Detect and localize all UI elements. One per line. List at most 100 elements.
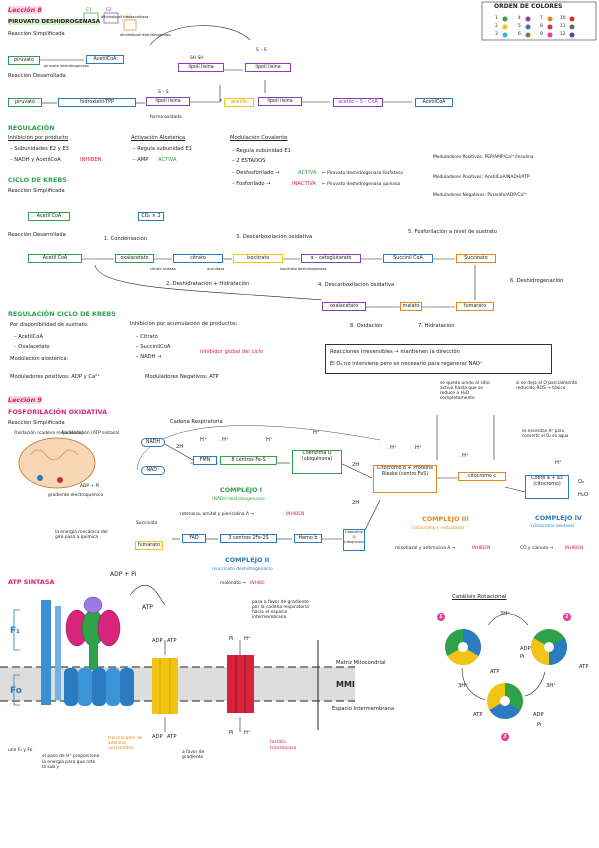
- legend-num-6: 6: [518, 32, 521, 37]
- lipoil-box-ox: lipoil lisina: [245, 63, 291, 72]
- fox-c3s: (citocromo c reductasa): [412, 526, 465, 531]
- e3-label: E3: [126, 15, 132, 20]
- krebs-acetilcoa: Acetil CoA: [28, 254, 82, 263]
- atp-pt-h: H⁺: [244, 636, 251, 642]
- lesson9-title: Lección 9: [8, 396, 42, 404]
- acetilcoa-box-end: AcetilCoA: [415, 98, 453, 107]
- atp-cat-atp-1: ATP: [579, 664, 589, 670]
- krebs-step-5: 5. Fosforilación a nivel de sustrato: [408, 229, 498, 235]
- fox-c4-inhiben: INHIBEN: [565, 546, 584, 551]
- pdh-mod-3: – Desfosforilado →: [232, 170, 280, 176]
- legend-num-7: 7: [540, 16, 543, 21]
- fox-h-1: H⁺: [200, 437, 207, 443]
- krebs-isocitrato: isocitrato: [233, 254, 283, 263]
- legend-dots: [502, 16, 575, 38]
- atp-trans: translocador de adenina nucleotídeo: [108, 736, 143, 751]
- krebs-oxalacetato: oxalacetato: [115, 254, 154, 263]
- fox-fosf: Fosforilación (ATP sintasa): [62, 431, 120, 436]
- rotational-catalysis-wheels: [445, 629, 568, 720]
- fox-citc: citocromo c: [458, 472, 506, 481]
- atp-grad: a favor de gradiente: [182, 750, 205, 760]
- atp-ant-atp: ATP: [167, 638, 177, 644]
- krebs-cs: citrato sintasa: [150, 267, 176, 271]
- lesson8-title: Lección 8: [8, 6, 42, 14]
- fox-c3i: mixotiazol y antimicina A →: [395, 546, 456, 551]
- regkrebs-note-1: Reacciones irreversibles → mantienen la …: [330, 349, 460, 355]
- regkrebs-note-2: El O₂ no interviene pero es necesario pa…: [330, 361, 483, 367]
- pdh-act-1: – Regula subunidad E1: [133, 146, 192, 152]
- atp-ant-atp2: ATP: [167, 734, 177, 740]
- krebs-succoa: Succinil CoA: [383, 254, 433, 263]
- atp-cat-3h-3: 3H⁺: [458, 683, 468, 689]
- pdh-modp-2: Moduladores Positivos: AcetilCoA/NADH/AT…: [433, 175, 530, 180]
- pdh-modp-1: Moduladores Positivos: PEP/AMP/Ca²⁺/Insu…: [433, 155, 534, 160]
- fox-note-1: se queda unido al sitio activo hasta que…: [440, 381, 490, 401]
- atp-paso: el paso de H⁺ proporciona la energía par…: [42, 754, 100, 770]
- forma-oxidada: forma oxidada: [150, 115, 182, 120]
- fox-c2: COMPLEJO II: [225, 556, 270, 564]
- pdh-act-title: Activación Alostérica: [131, 135, 186, 141]
- krebs-step-4: 4. Descarboxilación oxidativa: [318, 282, 395, 288]
- pdh-mod-4-inactiva: INACTIVA: [292, 181, 316, 187]
- legend-num-2: 2: [495, 24, 498, 29]
- atp-synthase-fo: [64, 668, 134, 706]
- fox-c4i: CO y cianuro →: [520, 546, 554, 551]
- fox-coq2: Coenzima Q (ubiquinona): [343, 529, 365, 551]
- pdh-title: PIRUVATO DESHIDROGENASA: [8, 19, 101, 25]
- krebs-step-6: 6. Deshidrogenación: [510, 278, 564, 284]
- krebs-aco: aconitasa: [207, 267, 225, 271]
- fox-nad: NAD⁺: [141, 466, 165, 475]
- fox-hemo: Hemo b: [294, 534, 322, 543]
- atp-matriz: Matriz Mitocondrial: [336, 660, 386, 666]
- fox-c2i: malonato →: [220, 581, 246, 586]
- atp-pt-pi: Pi: [229, 636, 234, 642]
- krebs-des: Reacción Desarrollada: [8, 232, 66, 238]
- krebs-step-2: 2. Deshidratación + Hidratación: [166, 281, 250, 287]
- pdh-regulation-title: REGULACIÓN: [8, 124, 55, 132]
- atp-synthase-f1: [65, 596, 121, 670]
- atp-cat-adp-2: ADP: [533, 712, 544, 718]
- pdh-activa: ACTIVA: [158, 157, 177, 163]
- fox-h-6: H⁺: [415, 445, 422, 451]
- atp-cat-atp-2: ATP: [490, 669, 500, 675]
- regkrebs-d2: – Oxalacetato: [14, 344, 50, 350]
- atp-fosf: fosfato translocasa: [270, 740, 297, 751]
- legend-num-8: 8: [540, 24, 543, 29]
- fox-energia: la energía mecánica del giro pasa a quím…: [55, 530, 108, 540]
- fox-2h-3: 2H: [352, 500, 360, 506]
- fox-fmn: FMN: [193, 456, 217, 465]
- atp-cat-adp: ADP: [520, 646, 531, 652]
- fox-h-4: H⁺: [313, 430, 320, 436]
- legend-title: ORDEN DE COLORES: [494, 3, 563, 10]
- atp-f1: F₁: [10, 626, 21, 636]
- atp-cat-pi-2: Pi: [537, 722, 542, 728]
- krebs-succinato: Succinato: [456, 254, 496, 263]
- atp-cat-3h-2: 3H⁺: [546, 683, 556, 689]
- atp-pt-pi2: Pi: [229, 730, 234, 736]
- piruvato-box-simp: piruvato: [8, 56, 40, 65]
- fox-cadena: Cadena Respiratoria: [170, 419, 223, 425]
- fox-cuprot: Cobre a + a3 (citocromo): [525, 475, 569, 499]
- pdh-mod-4-enzyme: ← Piruvato deshidrogenasa quinasa: [322, 182, 401, 187]
- krebs-co2: CO₂ × 2: [138, 212, 164, 221]
- fox-c3-inhiben: INHIBEN: [472, 546, 491, 551]
- pdh-inhiben: INHIBEN: [80, 157, 102, 163]
- acetilo-coa-box: acetilo – S – CoA: [333, 98, 383, 107]
- krebs-fumarato: fumarato: [456, 302, 494, 311]
- fox-fes: 8 centros Fe-S: [220, 456, 277, 465]
- regkrebs-modn: Moduladores Negativos: ATP: [145, 374, 219, 380]
- sh-label: SH SH: [190, 56, 204, 61]
- acetilo-box: acetilo: [224, 98, 254, 107]
- pdh-mod-title: Modulación Covalente: [230, 135, 288, 141]
- pdh-inh-title: Inhibición por producto: [8, 135, 69, 141]
- fox-coq: Coenzima Q (ubiquinona): [292, 450, 342, 474]
- pdh-mod-3-activa: ACTIVA: [298, 170, 317, 176]
- fox-c2-inhibe: INHIBE: [250, 581, 265, 586]
- legend-num-5: 5: [518, 24, 521, 29]
- legend-num-1: 1: [495, 16, 498, 21]
- acetilcoa-box-simp: AcetilCoA: [86, 55, 124, 64]
- regkrebs-i1: – Citrato: [136, 334, 158, 340]
- atp-une: une F₁ y Fo: [8, 748, 33, 753]
- atp-atp-out: ATP: [142, 604, 153, 611]
